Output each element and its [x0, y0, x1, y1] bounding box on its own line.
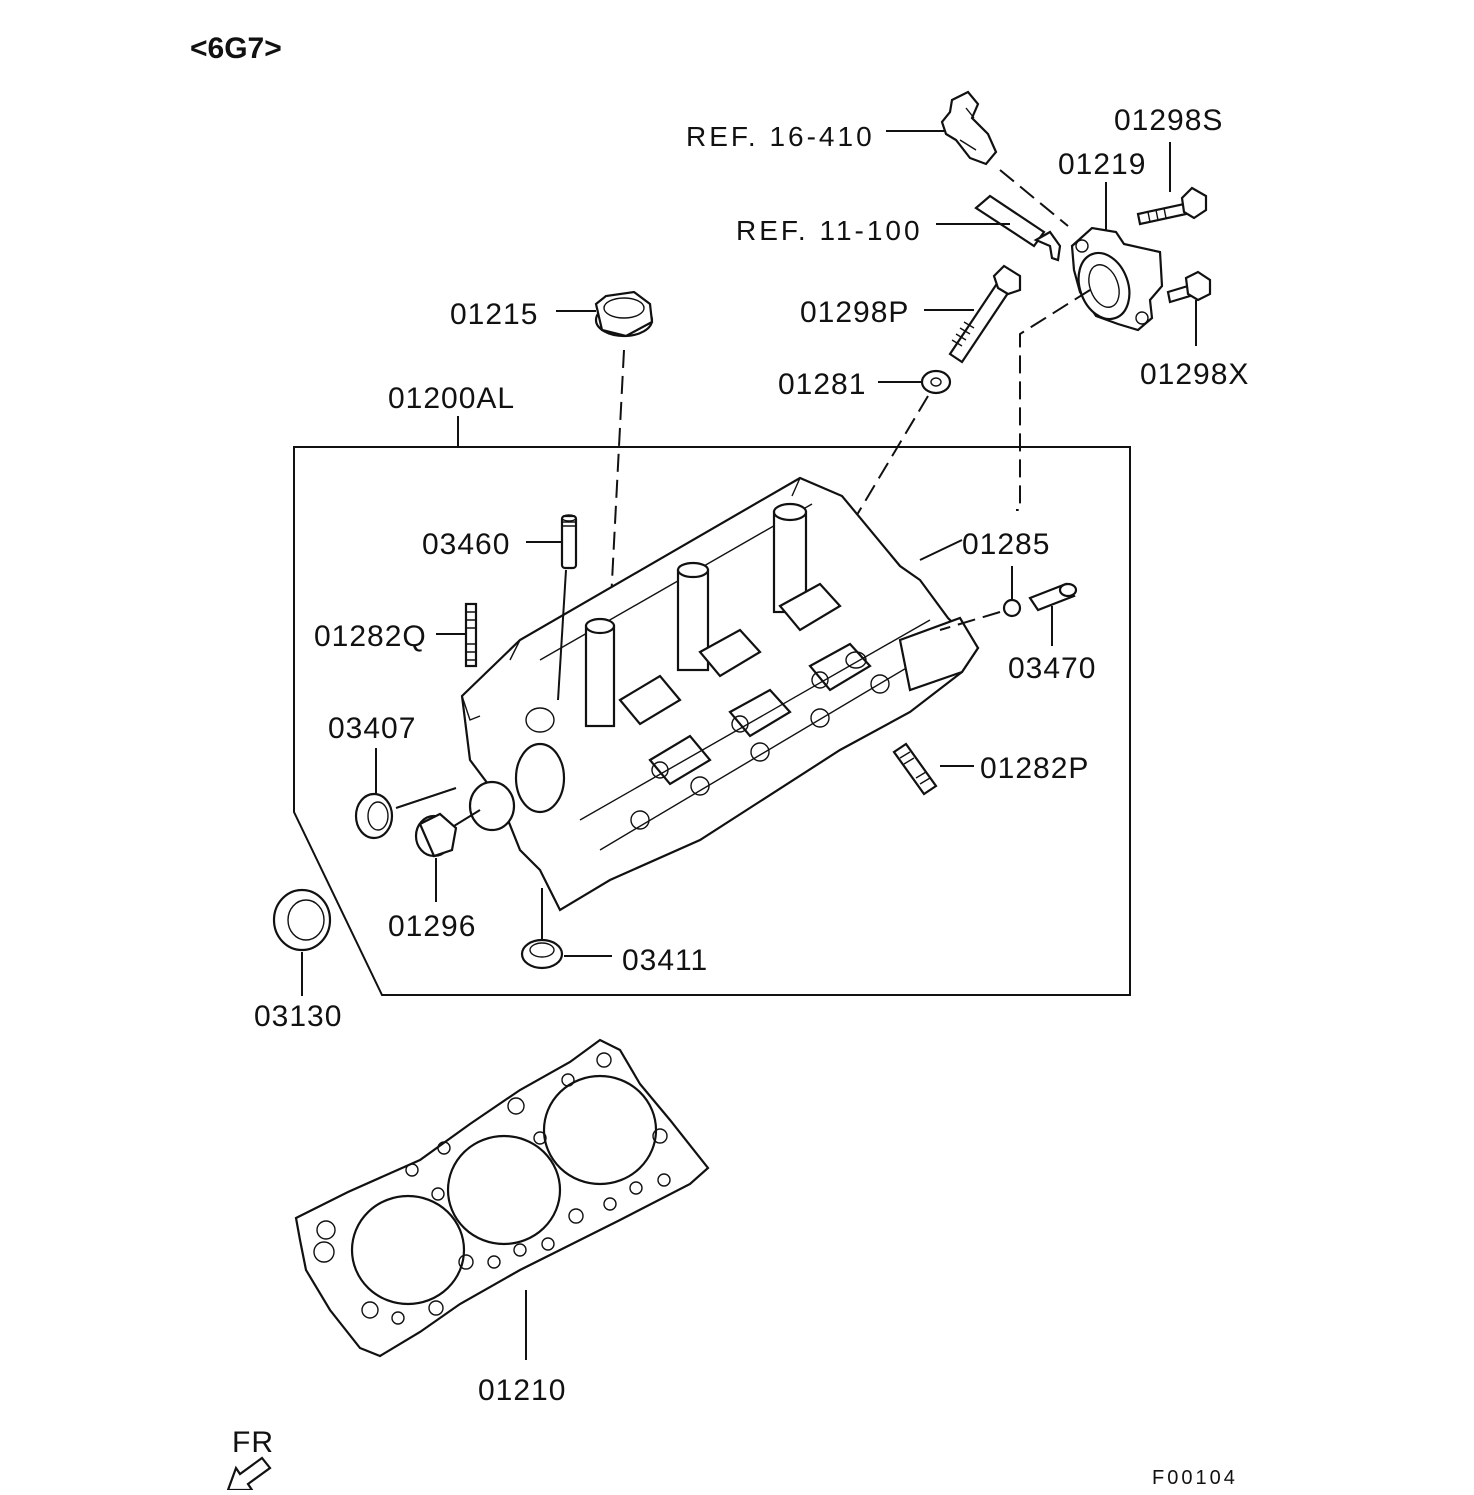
oil-seal-03130 [272, 888, 332, 952]
callout-ref-16-410: REF. 16-410 [686, 121, 875, 152]
callout-01210: 01210 [478, 1374, 566, 1407]
callout-01282Q: 01282Q [314, 620, 427, 653]
washer-01281 [920, 369, 952, 395]
plug-01296 [414, 812, 458, 858]
bolt-01298P [948, 264, 1022, 364]
bolt-01298S [1136, 186, 1208, 226]
leader-03460-down [557, 569, 567, 701]
callout-01219: 01219 [1058, 148, 1146, 181]
direction-label: FR [232, 1426, 274, 1459]
o-ring-01285 [1002, 598, 1022, 618]
water-outlet-housing [1070, 226, 1164, 332]
callout-01298S: 01298S [1114, 104, 1223, 137]
callout-01215: 01215 [450, 298, 538, 331]
callout-01281: 01281 [778, 368, 866, 401]
callout-01296: 01296 [388, 910, 476, 943]
head-gasket-01210 [294, 1038, 710, 1358]
leader-01296-body [453, 809, 481, 827]
cap-01215 [594, 290, 654, 338]
callout-03460: 03460 [422, 528, 510, 561]
callout-03407: 03407 [328, 712, 416, 745]
callout-03130: 03130 [254, 1000, 342, 1033]
callout-03470: 03470 [1008, 652, 1096, 685]
plug-03470 [1028, 582, 1078, 612]
sensor-16-410 [940, 90, 998, 166]
callout-01200AL: 01200AL [388, 382, 515, 415]
leader-01285-top [919, 539, 963, 561]
bolt-01298X [1166, 270, 1212, 304]
figure-code: F00104 [1152, 1467, 1238, 1489]
seal-03411 [520, 938, 564, 970]
callout-ref-11-100: REF. 11-100 [736, 215, 923, 246]
cylinder-head [460, 476, 980, 912]
front-arrow-icon [226, 1456, 272, 1492]
callout-01298X: 01298X [1140, 358, 1249, 391]
model-tag: <6G7> [190, 32, 282, 65]
seal-03407 [354, 792, 394, 840]
assembly-frame [293, 446, 1131, 996]
leader-01285-dash [939, 611, 1001, 631]
callout-03411: 03411 [622, 944, 708, 977]
stud-01282Q [464, 602, 478, 668]
callout-01298P: 01298P [800, 296, 909, 329]
leader-housing-dash [1016, 289, 1091, 511]
leader-sensor-dash [999, 169, 1069, 227]
callout-01282P: 01282P [980, 752, 1089, 785]
leader-03407-body [395, 787, 457, 809]
stud-01282P [892, 742, 938, 796]
tube-03460 [560, 514, 578, 570]
sealant-tube-11-100 [974, 194, 1062, 262]
leader-01215-dash [609, 349, 625, 621]
callout-01285: 01285 [962, 528, 1050, 561]
